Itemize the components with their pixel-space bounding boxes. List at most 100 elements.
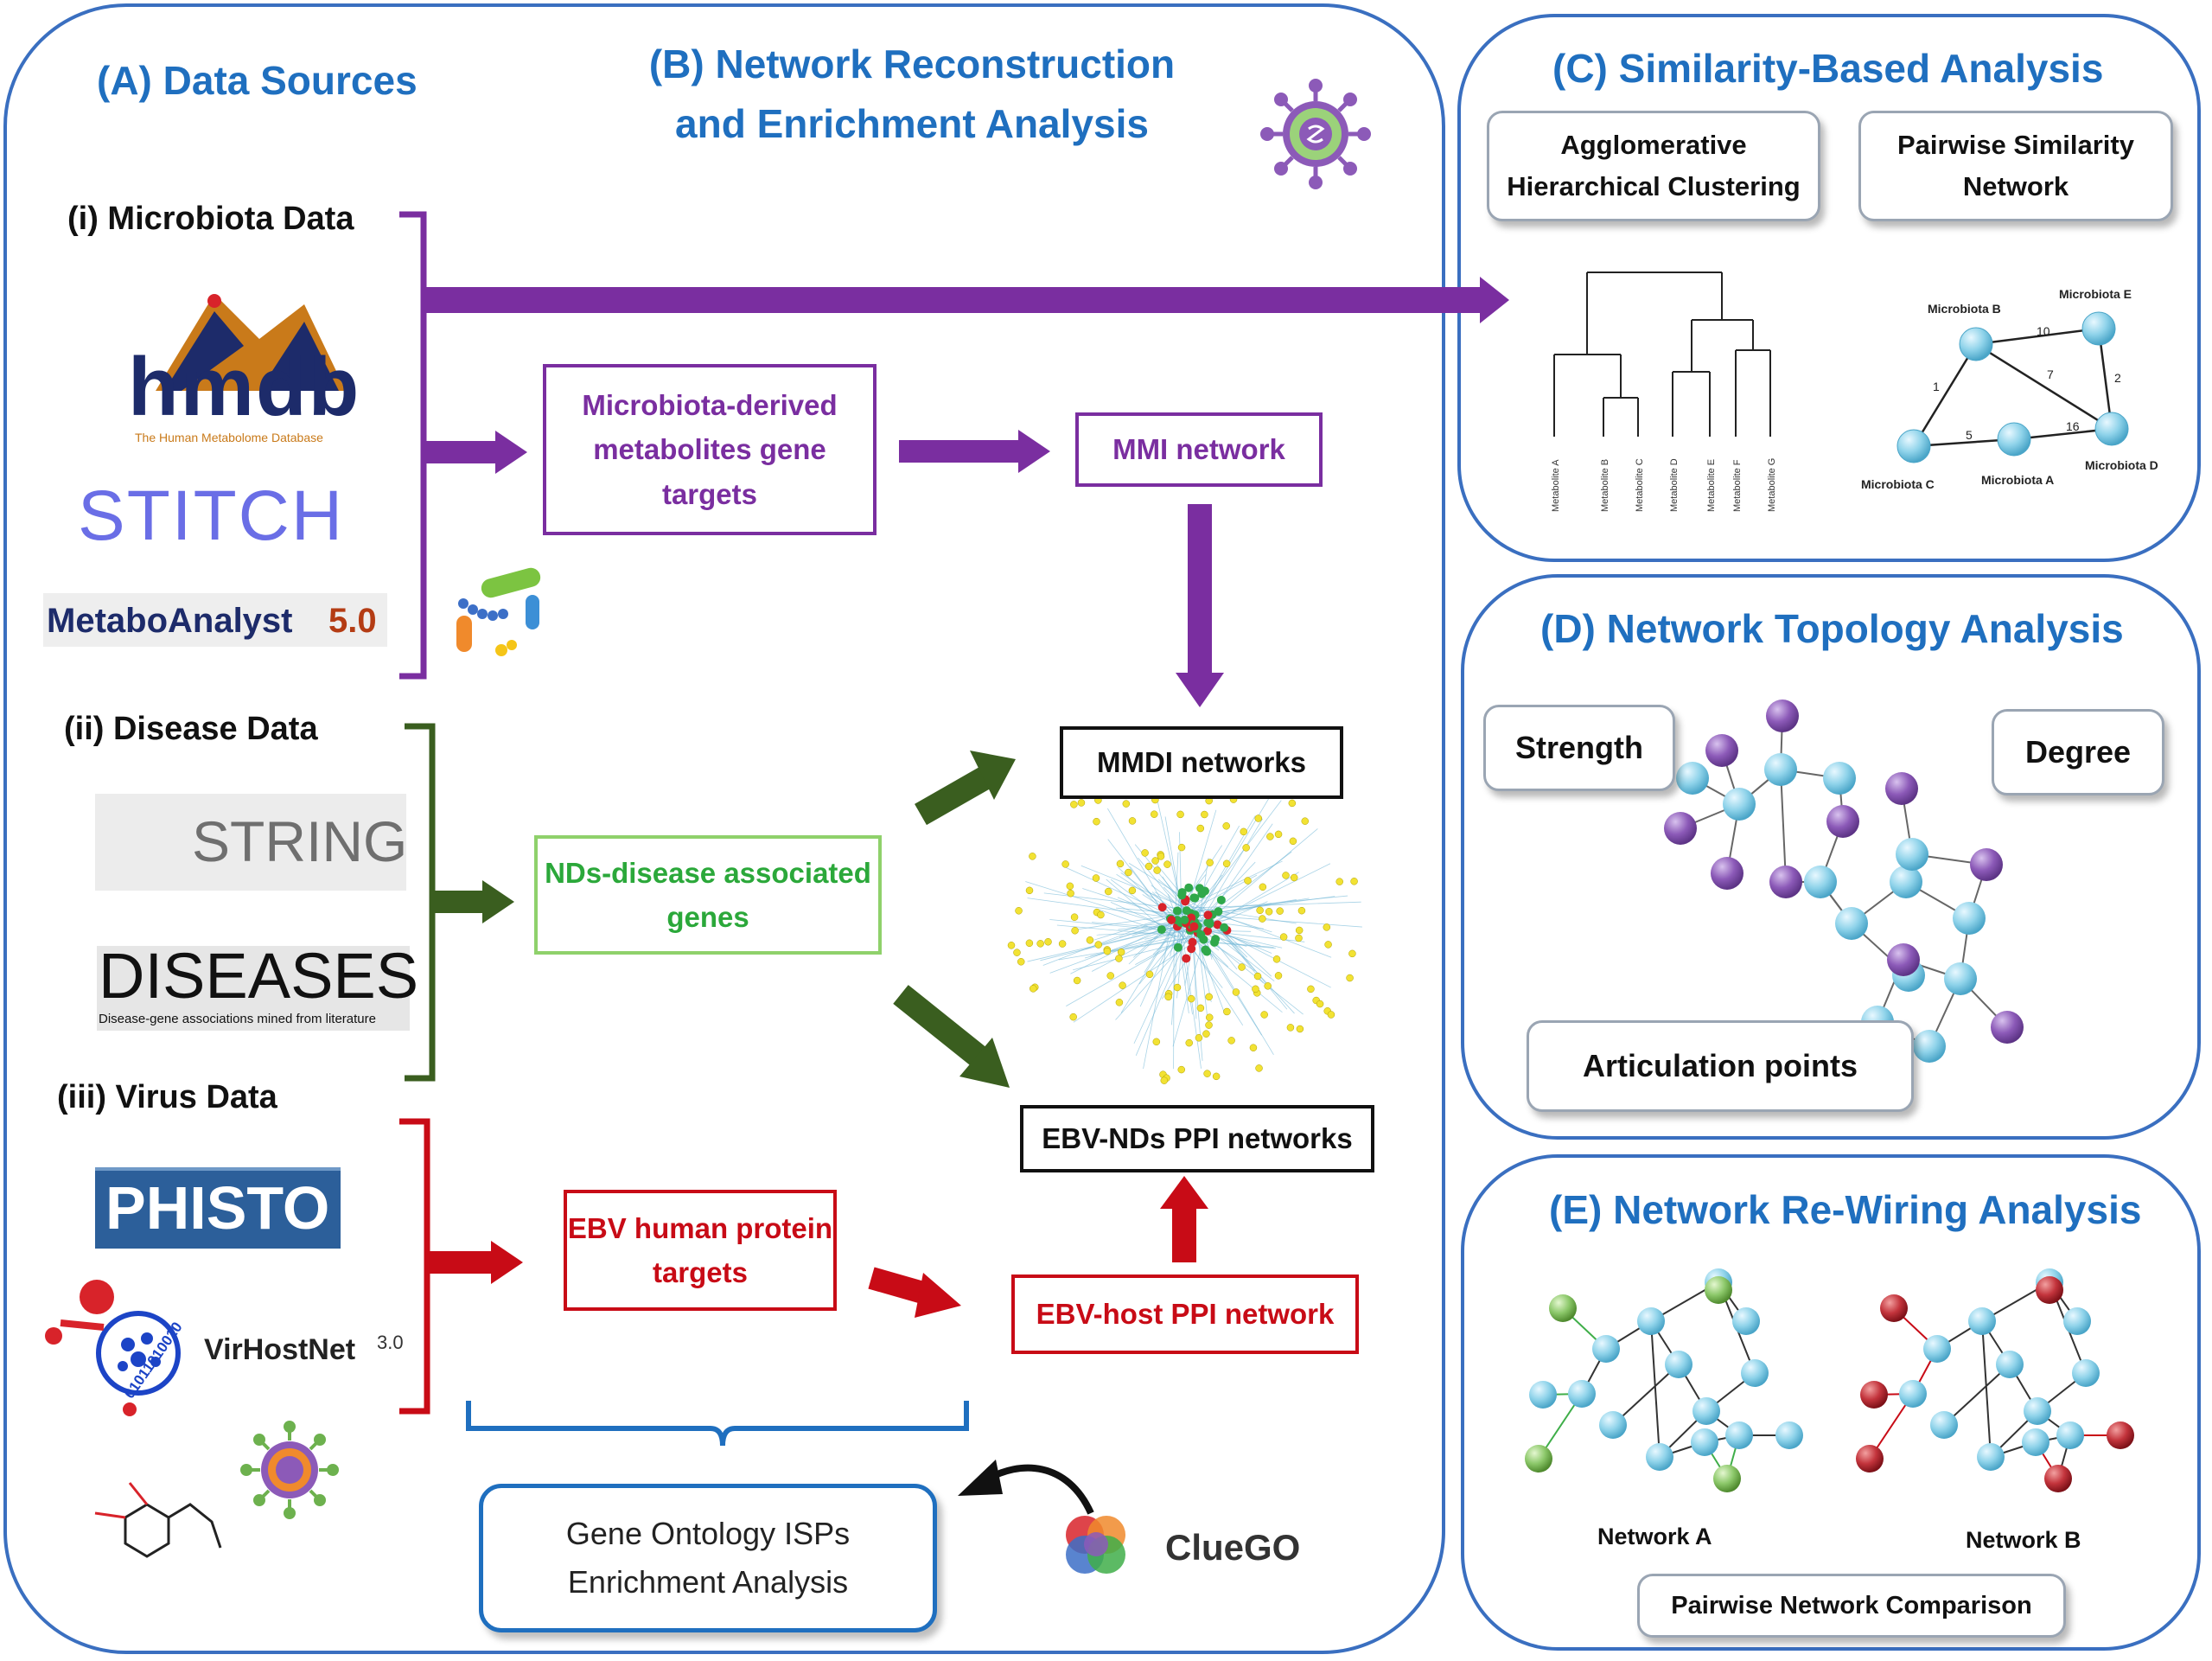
rewired-node [2044,1465,2072,1492]
genes-ebvnds-arrowhead [959,1038,1010,1088]
ebv-nds-ppi-box: EBV-NDs PPI networks [1020,1105,1374,1172]
hairball-node [1289,837,1297,846]
metaboanalyst-name: MetaboAnalyst [47,602,293,640]
hairball-edge [1135,919,1195,1056]
virhostnet-version: 3.0 [377,1332,404,1353]
hairball-edge [1154,891,1189,910]
hairball-node [1119,981,1126,989]
rewiring-node [1592,1335,1620,1363]
edge-weight-label: 5 [1966,428,1973,442]
hairball-edge [1155,790,1187,930]
hairball-node [1264,982,1272,990]
topology-node-highlight [1664,812,1697,845]
edge-weight-label: 7 [2047,367,2054,381]
hairball-node [1282,872,1290,879]
clustering-pill: Agglomerative Hierarchical Clustering [1487,111,1820,221]
hairball-edge [1195,914,1362,928]
rewiring-node [1725,1421,1753,1449]
rewired-node [2107,1421,2134,1449]
hairball-node [1279,933,1288,941]
hairball-core-node [1189,922,1199,931]
hairball-edge [1176,923,1189,1014]
hairball-core-node [1173,906,1182,916]
phisto-logo: PHISTO [95,1167,341,1249]
hairball-node [1335,878,1343,885]
hairball-node [1030,985,1037,993]
hairball-edge [1182,901,1361,909]
hairball-node [1070,913,1079,921]
rewired-node [1705,1276,1732,1304]
hairball-node [1069,1013,1077,1021]
hairball-core-node [1189,893,1199,903]
rewiring-node [1568,1380,1596,1408]
edge-weight-label: 2 [2114,371,2121,385]
hairball-node [1288,799,1297,808]
hairball-node [1242,844,1250,852]
hairball-core-node [1210,937,1220,947]
topology-node-highlight [1705,734,1738,767]
hairball-node [1122,800,1131,808]
rewiring-edge [1981,1320,1992,1458]
topology-node [1764,753,1797,786]
pairwise-comparison-pill: Pairwise Network Comparison [1637,1574,2066,1638]
hairball-node [1128,817,1137,825]
hairball-node [1105,887,1112,896]
hairball-core-node [1187,944,1196,954]
hairball-node [1103,947,1112,955]
hairball-node [1151,810,1158,818]
hairball-edge [1176,860,1283,912]
hairball-node [1092,874,1100,882]
hairball-node [1295,926,1304,935]
metaboanalyst-version: 5.0 [328,602,377,640]
dendrogram-leaf-label: Metabolite A [1551,459,1561,512]
hairball-node [1017,958,1025,966]
hairball-core-node [1188,937,1197,947]
hairball-node [1348,949,1356,958]
hairball-node [1260,1011,1268,1019]
hairball-edge [1066,930,1200,1006]
diseases-name: DISEASES [99,940,419,1012]
topology-node [1913,1030,1946,1063]
dendrogram-leaf-label: Metabolite C [1635,458,1645,512]
ebvnds-arrowhead [1160,1176,1208,1209]
cluego-label: ClueGO [1165,1527,1301,1568]
virhostnet-graphic [45,1280,181,1416]
similarity-node-label: Microbiota E [2059,287,2132,301]
hairball-node [1301,817,1310,825]
topology-node-highlight [1826,805,1859,838]
hairball-node [1086,936,1094,944]
hairball-node [1015,907,1023,915]
rewiring-node [2024,1397,2051,1425]
rewiring-node [2022,1428,2049,1456]
hairball-node [1223,1007,1231,1016]
ebv-host-ppi-box: EBV-host PPI network [1011,1274,1359,1354]
rewiring-edge [1650,1320,1661,1458]
ebv-arrowhead [491,1241,523,1284]
hairball-node [1025,939,1034,948]
hairball-edge [1081,865,1191,910]
hairball-node [1323,923,1331,931]
nds-genes-box: NDs-disease associated genes [534,835,882,955]
hairball-node [1256,906,1264,915]
hairball-core-node [1157,925,1166,935]
hairball-node [1044,938,1052,946]
targets-arrowhead [495,431,527,474]
hairball-node [1128,886,1137,895]
topology-node-highlight [1766,700,1799,732]
hairball-node [1249,1044,1258,1051]
hairball-edge [1120,921,1178,1013]
hairball-node [1346,974,1354,982]
hairball-node [1153,866,1161,874]
hairball-core-node [1177,891,1187,900]
rewiring-node [1646,1443,1673,1471]
hairball-core-node [1180,916,1189,925]
cluego-arrowhead [958,1460,1003,1496]
hairball-node [1163,860,1171,868]
hairball-node [1238,963,1246,971]
mmi-network-box: MMI network [1075,412,1323,487]
hairball-edge [1198,930,1305,942]
hairball-node [1316,1000,1324,1008]
hairball-node [1177,843,1186,852]
topology-node-highlight [1887,943,1920,976]
